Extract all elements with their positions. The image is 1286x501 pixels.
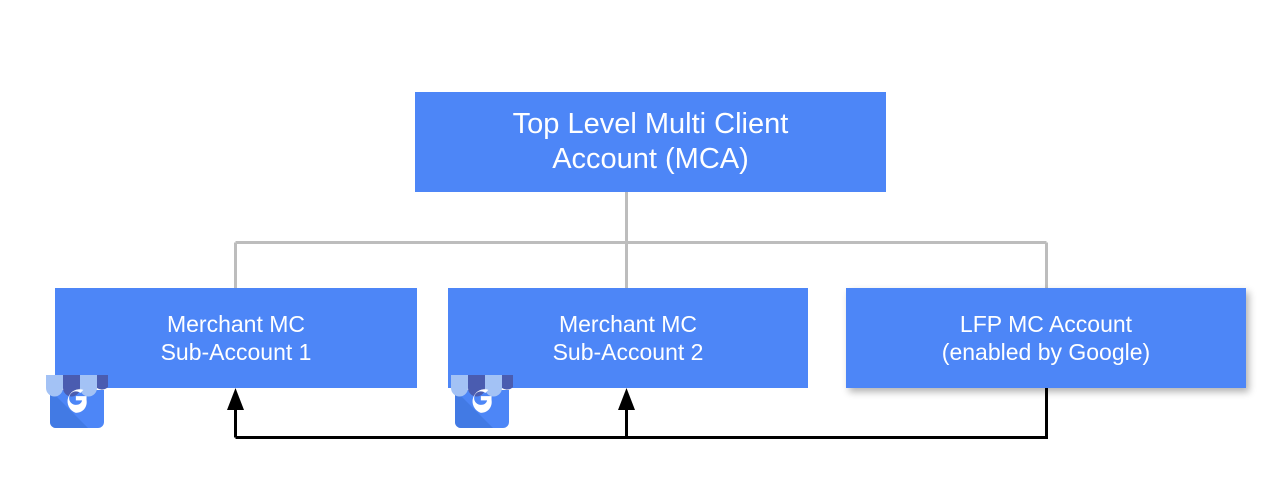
node-merchant-sub-account-2[interactable]: Merchant MC Sub-Account 2 [448, 288, 808, 388]
feedback-arrowhead-sub1 [227, 388, 244, 410]
node-top-level-mca-label: Top Level Multi Client Account (MCA) [512, 107, 789, 175]
google-my-business-storefront-icon [46, 375, 108, 428]
feedback-path-from-lfp [235, 388, 1048, 439]
google-my-business-storefront-icon [451, 375, 513, 428]
node-top-level-mca[interactable]: Top Level Multi Client Account (MCA) [415, 92, 886, 192]
node-merchant-sub-account-1[interactable]: Merchant MC Sub-Account 1 [55, 288, 417, 388]
node-merchant-sub-account-2-label: Merchant MC Sub-Account 2 [552, 310, 704, 365]
node-lfp-mc-account[interactable]: LFP MC Account (enabled by Google) [846, 288, 1246, 388]
node-lfp-mc-account-label: LFP MC Account (enabled by Google) [941, 310, 1151, 365]
node-merchant-sub-account-1-label: Merchant MC Sub-Account 1 [160, 310, 312, 365]
feedback-arrowhead-sub2 [618, 388, 635, 410]
